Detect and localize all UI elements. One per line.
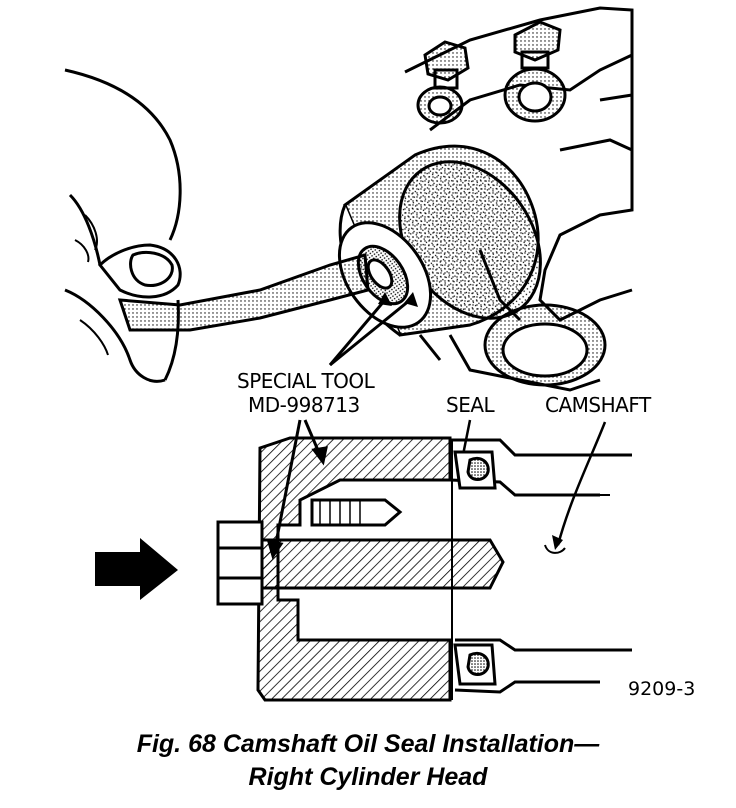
special-tool-label-line1: SPECIAL TOOL — [237, 369, 376, 393]
caption-line-2: Right Cylinder Head — [248, 763, 488, 791]
special-tool-label-line2: MD-998713 — [248, 393, 360, 417]
special-tool-callout: SPECIAL TOOL MD-998713 — [237, 292, 418, 417]
direction-arrow-icon — [95, 538, 178, 600]
engine-cylinder-head — [404, 6, 634, 392]
seal-label: SEAL — [446, 393, 496, 417]
caption-line-1: Fig. 68 Camshaft Oil Seal Installation— — [136, 730, 600, 758]
hand-holding-tool — [64, 68, 370, 383]
seal-callout-group: SEAL CAMSHAFT — [446, 393, 652, 550]
figure-caption: Fig. 68 Camshaft Oil Seal Installation— … — [0, 728, 736, 794]
cross-section-diagram — [216, 436, 632, 702]
special-tool-pointer-lines — [266, 419, 328, 560]
special-tool-body — [337, 144, 542, 337]
camshaft-label: CAMSHAFT — [545, 393, 652, 417]
figure-id: 9209-3 — [628, 678, 695, 700]
